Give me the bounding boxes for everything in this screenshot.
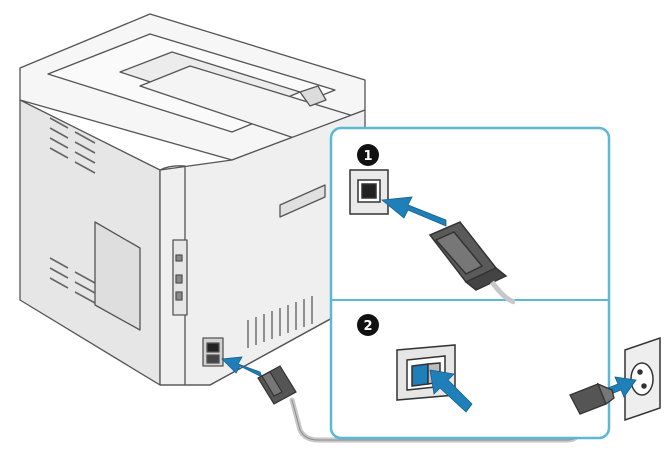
printer-illustration bbox=[20, 14, 365, 385]
step-2-number: 2 bbox=[363, 319, 372, 334]
printer-left-side bbox=[20, 100, 160, 385]
step-1-socket bbox=[350, 170, 388, 214]
step-1-badge: 1 bbox=[357, 144, 379, 166]
printer-power-socket bbox=[203, 338, 223, 366]
step-2-badge: 2 bbox=[357, 314, 379, 336]
step-1-number: 1 bbox=[363, 149, 372, 164]
